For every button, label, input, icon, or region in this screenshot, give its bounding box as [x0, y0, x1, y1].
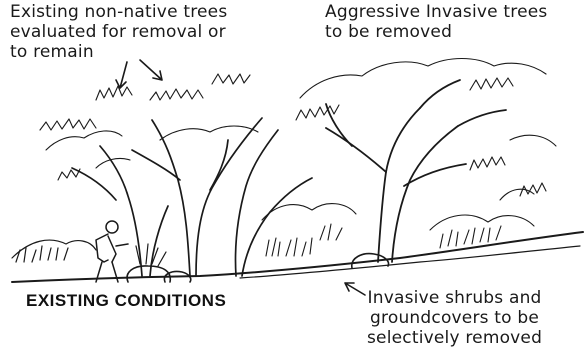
label-invasive-shrubs: Invasive shrubs and groundcovers to be s… [367, 288, 542, 348]
label-line: Invasive shrubs and [367, 288, 542, 308]
arrow-existing-right [140, 60, 162, 80]
diagram-title: EXISTING CONDITIONS [26, 291, 226, 311]
rocks [127, 254, 388, 282]
label-line: Existing non-native trees [10, 2, 227, 22]
label-line: to remain [10, 42, 227, 62]
label-line: evaluated for removal or [10, 22, 227, 42]
label-line: selectively removed [367, 328, 542, 348]
arrow-shrubs [345, 283, 365, 295]
label-existing-trees: Existing non-native trees evaluated for … [10, 2, 227, 62]
left-groundcover [12, 240, 166, 266]
label-aggressive-trees: Aggressive Invasive trees to be removed [325, 2, 547, 42]
arrow-existing-left [116, 62, 127, 88]
invasive-tree-trunk [326, 80, 506, 262]
label-line: Aggressive Invasive trees [325, 2, 547, 22]
label-line: groundcovers to be [367, 308, 542, 328]
left-tree-trunks [72, 118, 312, 276]
label-line: to be removed [325, 22, 547, 42]
hiker-figure [96, 221, 128, 282]
left-tree-foliage [40, 74, 258, 180]
